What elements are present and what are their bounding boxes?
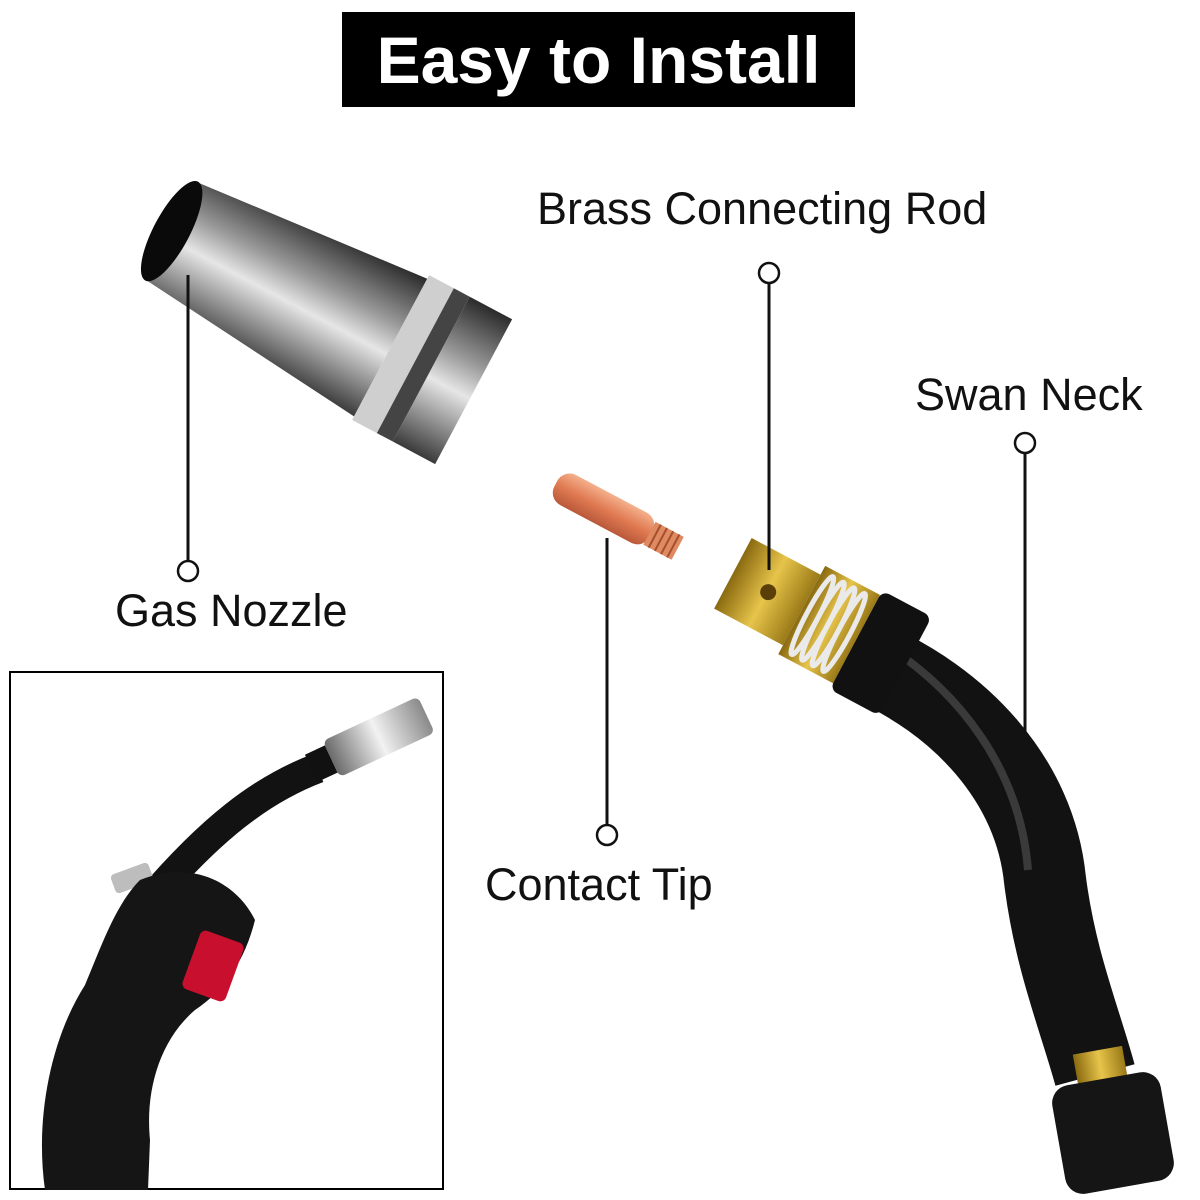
- gas-nozzle-part: [140, 180, 513, 465]
- assembled-torch-inset: [9, 671, 444, 1190]
- swan-neck-part: [714, 538, 1174, 1194]
- label-swan-neck: Swan Neck: [915, 369, 1143, 420]
- label-brass-connecting-rod: Brass Connecting Rod: [537, 183, 988, 234]
- label-contact-tip: Contact Tip: [485, 859, 713, 910]
- contact-tip-part: [552, 473, 684, 560]
- leader-line-brass-connecting-rod: [757, 261, 781, 570]
- leader-line-contact-tip: [595, 538, 619, 847]
- leader-line-gas-nozzle: [176, 275, 200, 583]
- title-banner: Easy to Install: [342, 12, 855, 107]
- label-gas-nozzle: Gas Nozzle: [115, 585, 348, 636]
- leader-line-swan-neck: [1013, 431, 1037, 740]
- page-title: Easy to Install: [376, 22, 821, 97]
